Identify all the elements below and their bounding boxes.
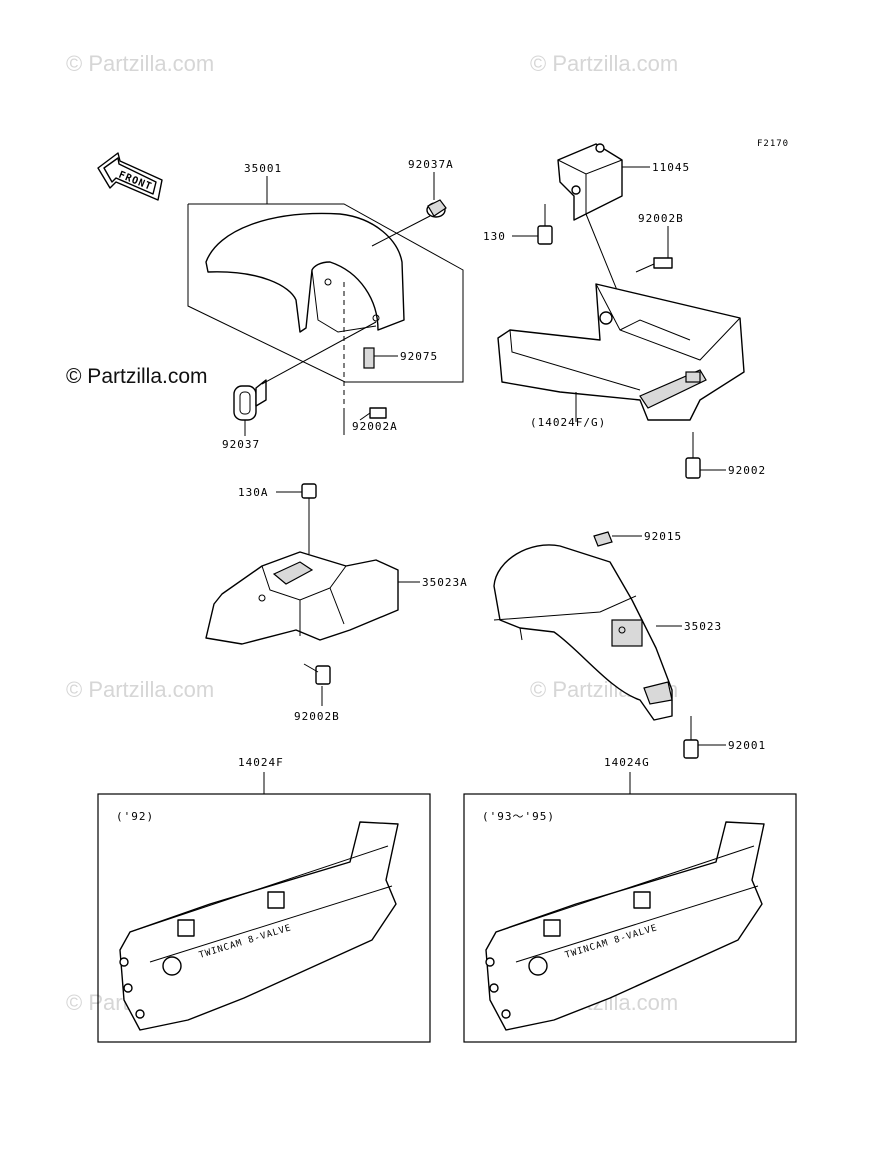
front-direction-arrow: FRONT <box>97 152 163 201</box>
label-35023: 35023 <box>684 620 722 633</box>
nut-92075 <box>363 347 375 369</box>
figure-code: F2170 <box>757 139 789 149</box>
label-92015: 92015 <box>644 530 682 543</box>
label-11045: 11045 <box>652 161 690 174</box>
watermark-top-right: © Partzilla.com <box>530 51 678 76</box>
bolt-92002A <box>359 407 387 421</box>
grommet-92037 <box>233 379 267 421</box>
clip-92037A <box>426 199 447 218</box>
label-14024FG: (14024F/G) <box>530 416 606 429</box>
inset-14024F <box>97 772 431 1043</box>
label-92075: 92075 <box>400 350 438 363</box>
label-14024G: 14024G <box>604 756 650 769</box>
label-92002B: 92002B <box>294 710 340 723</box>
bolt-92001 <box>683 716 699 759</box>
bracket-11045 <box>557 143 623 221</box>
label-92002B-top: 92002B <box>638 212 684 225</box>
bolt-92002B <box>303 663 331 685</box>
inner-fender-group <box>205 483 399 685</box>
label-130: 130 <box>483 230 506 243</box>
label-35001: 35001 <box>244 162 282 175</box>
bolt-92002 <box>685 432 701 479</box>
nut-92015 <box>593 531 613 547</box>
front-fender-group <box>187 199 464 435</box>
label-92001: 92001 <box>728 739 766 752</box>
watermark-top-left: © Partzilla.com <box>66 51 214 76</box>
inset-right-year: ('93～'95) <box>482 810 555 823</box>
rear-fender-35023 <box>493 544 673 721</box>
label-35023A: 35023A <box>422 576 468 589</box>
tail-cover-group <box>497 143 745 479</box>
bolt-92002B-top <box>635 257 673 273</box>
label-92037A: 92037A <box>408 158 454 171</box>
label-14024F: 14024F <box>238 756 284 769</box>
inset-14024G <box>463 772 797 1043</box>
watermark-overlay: © Partzilla.com <box>66 365 208 388</box>
front-fender <box>205 212 405 333</box>
watermark-mid-left: © Partzilla.com <box>66 677 214 702</box>
inset-left-year: ('92) <box>116 810 154 823</box>
bolt-130A <box>301 483 317 554</box>
label-92002A: 92002A <box>352 420 398 433</box>
label-92037: 92037 <box>222 438 260 451</box>
label-130A: 130A <box>238 486 269 499</box>
rear-fender-group <box>493 531 699 759</box>
bolt-130 <box>537 204 553 245</box>
inner-fender-35023A <box>205 551 399 645</box>
label-92002: 92002 <box>728 464 766 477</box>
